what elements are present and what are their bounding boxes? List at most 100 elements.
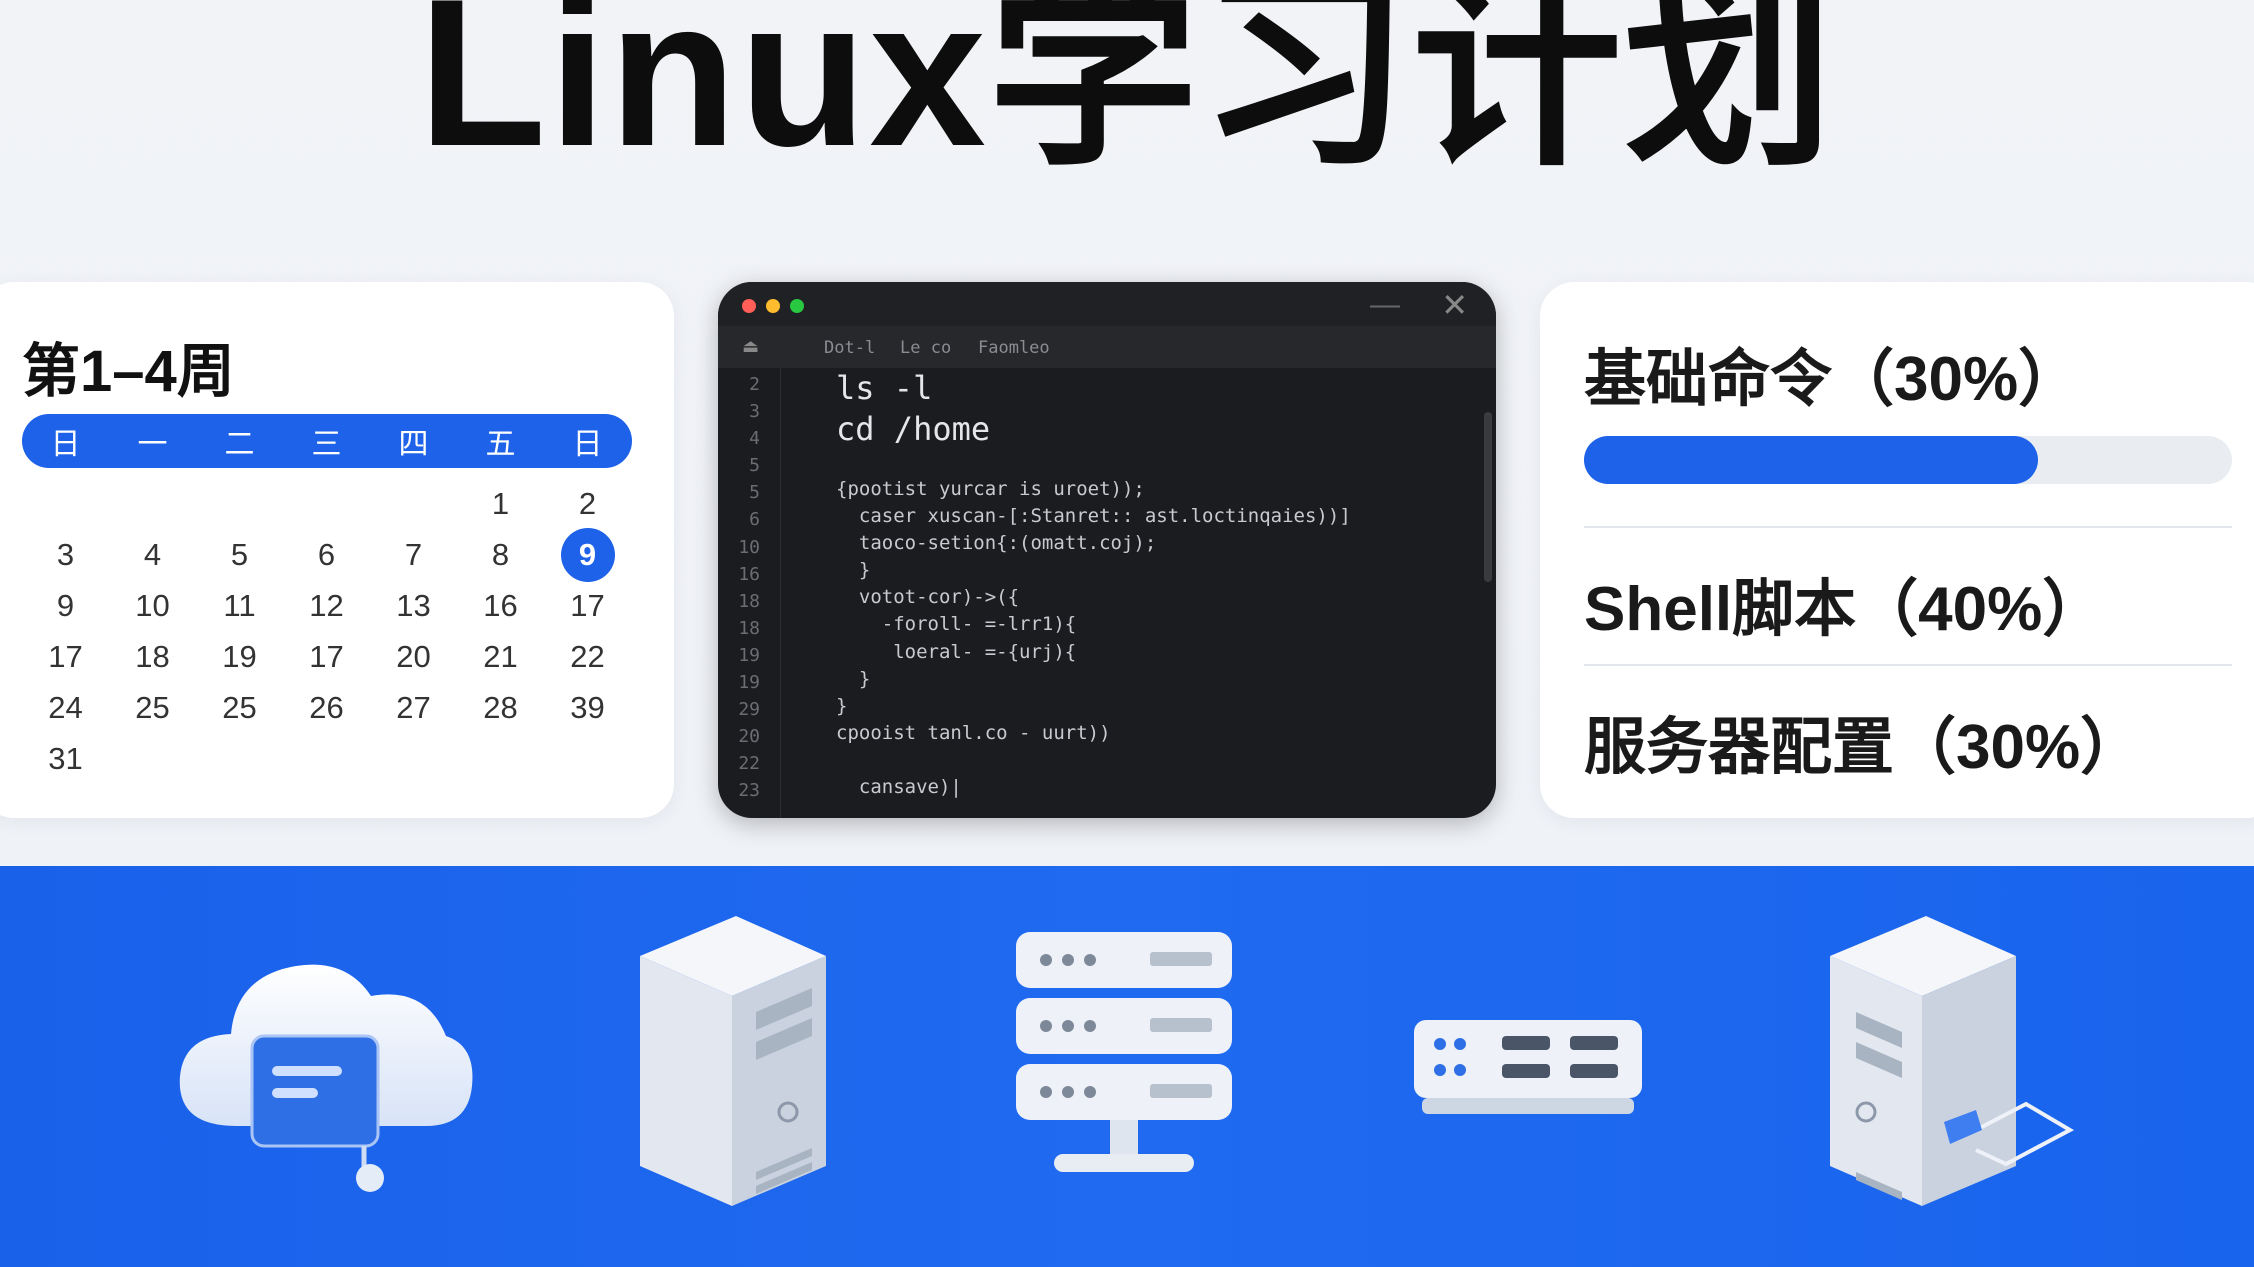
weekday: 一 [137, 428, 168, 461]
calendar-day[interactable]: 16 [483, 587, 518, 623]
calendar-day[interactable]: 18 [135, 638, 170, 674]
calendar-day[interactable]: 11 [223, 587, 256, 623]
tab[interactable]: Le co [900, 338, 952, 358]
network-switch-icon [1414, 1020, 1642, 1114]
calendar-day[interactable]: 17 [309, 638, 344, 674]
progress-label: 服务器配置（30%） [1584, 713, 2143, 782]
line-number: 19 [738, 672, 760, 694]
calendar-day[interactable]: 6 [317, 536, 336, 572]
command-line: cd /home [836, 410, 991, 448]
calendar-day[interactable]: 12 [309, 587, 344, 623]
line-number: 23 [738, 780, 760, 802]
weekday: 日 [572, 428, 603, 461]
terminal-titlebar: — ✕ [718, 282, 1496, 326]
code-line: cansave)| [836, 776, 962, 799]
line-number: 6 [749, 509, 760, 531]
calendar-day[interactable]: 21 [483, 638, 518, 674]
code-line: loeral- =-{urj){ [836, 640, 1077, 663]
tower-server-connected-icon [1830, 916, 2075, 1206]
calendar-day[interactable]: 5 [230, 536, 249, 572]
code-area[interactable]: ls -l cd /home {pootist yurcar is uroet)… [836, 368, 1456, 801]
line-number: 18 [738, 617, 760, 639]
eject-icon[interactable]: ⏏ [742, 336, 760, 356]
calendar-day[interactable]: 39 [570, 689, 605, 725]
line-number: 18 [738, 590, 760, 612]
line-number: 20 [738, 726, 760, 748]
code-line: } [836, 559, 871, 582]
line-number: 19 [738, 644, 760, 666]
terminal-tabbar: ⏏ Dot-l Le co Faomleo [718, 326, 1496, 368]
line-number: 16 [738, 563, 760, 585]
close-icon[interactable]: ✕ [1441, 287, 1468, 323]
calendar-day[interactable]: 31 [48, 740, 83, 776]
calendar-title: 第1–4周 [22, 339, 235, 404]
calendar-day[interactable]: 13 [396, 587, 431, 623]
calendar-day[interactable]: 27 [396, 689, 431, 725]
code-line: votot-cor)->({ [836, 586, 1020, 609]
calendar-weekday-header: 日 一 二 三 四 五 日 [22, 414, 632, 468]
divider [1584, 664, 2232, 666]
calendar-day[interactable]: 22 [570, 638, 605, 674]
tower-server-icon [640, 916, 826, 1206]
code-line: taoco-setion{:(omatt.coj); [836, 532, 1157, 555]
weekday: 日 [50, 428, 81, 461]
line-number: 5 [749, 482, 760, 504]
line-number: 10 [738, 536, 760, 558]
rack-server-icon [1016, 932, 1232, 1172]
calendar-day[interactable]: 25 [135, 689, 170, 725]
progress-card: 基础命令（30%） Shell脚本（40%） 服务器配置（30%） [1540, 282, 2254, 818]
calendar-day[interactable]: 1 [491, 485, 510, 521]
progress-label: Shell脚本（40%） [1584, 575, 2105, 644]
calendar-day[interactable]: 4 [143, 536, 162, 572]
tab[interactable]: Dot-l [824, 338, 876, 358]
calendar-day-selected[interactable]: 9 [544, 527, 631, 582]
close-window-dot[interactable] [742, 299, 756, 313]
calendar-day[interactable]: 7 [404, 536, 423, 572]
calendar-day[interactable]: 26 [309, 689, 344, 725]
scrollbar[interactable] [1484, 412, 1492, 582]
code-line: {pootist yurcar is uroet)); [836, 478, 1145, 500]
calendar-day[interactable]: 19 [222, 638, 257, 674]
code-line: } [836, 694, 848, 717]
divider [1584, 526, 2232, 528]
calendar-day[interactable]: 17 [570, 587, 605, 623]
calendar-day[interactable]: 8 [491, 536, 510, 572]
page-title: Linux学习计划 [418, 0, 1836, 190]
line-number: 4 [749, 428, 760, 450]
calendar-day[interactable]: 2 [578, 485, 597, 521]
code-line [836, 747, 1456, 774]
minimize-window-dot[interactable] [766, 299, 780, 313]
line-number: 5 [749, 455, 760, 477]
code-line: } [836, 667, 871, 690]
tab[interactable]: Faomleo [978, 338, 1050, 358]
calendar-week-row: 9 10 11 12 13 16 17 [22, 580, 632, 631]
calendar-day[interactable]: 20 [396, 638, 431, 674]
calendar-day[interactable]: 24 [48, 689, 83, 725]
calendar-week-row: 24 25 25 26 27 28 39 [22, 682, 632, 733]
line-number: 3 [749, 401, 760, 423]
calendar-day[interactable]: 25 [222, 689, 257, 725]
weekday: 四 [398, 428, 429, 461]
code-line: caser xuscan-[:Stanret:: ast.loctinqaies… [836, 505, 1351, 528]
minimize-icon[interactable]: — [1370, 288, 1400, 321]
progress-bar-fill [1584, 436, 2038, 484]
calendar-day[interactable]: 3 [56, 536, 75, 572]
weekday: 五 [485, 428, 516, 461]
calendar-week-row: 31 [22, 733, 632, 784]
infrastructure-band [0, 866, 2254, 1267]
line-number: 2 [749, 374, 760, 395]
calendar-day[interactable]: 17 [48, 638, 83, 674]
weekday: 三 [311, 428, 342, 461]
calendar-day[interactable]: 28 [483, 689, 518, 725]
cloud-icon [179, 964, 473, 1192]
command-line: ls -l [836, 369, 933, 407]
calendar-day[interactable]: 10 [135, 587, 170, 623]
progress-label: 基础命令（30%） [1584, 345, 2081, 414]
maximize-window-dot[interactable] [790, 299, 804, 313]
calendar-day[interactable]: 9 [56, 587, 75, 623]
